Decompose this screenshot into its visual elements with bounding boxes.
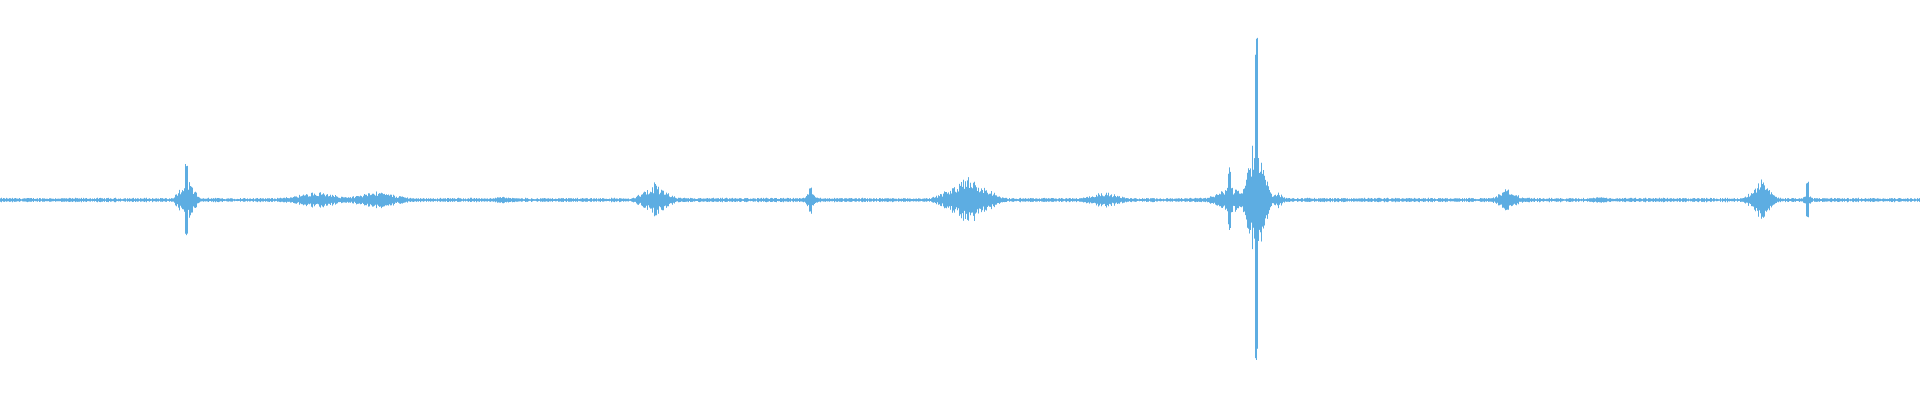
waveform-samples (0, 37, 1920, 360)
waveform-path (0, 37, 1920, 360)
